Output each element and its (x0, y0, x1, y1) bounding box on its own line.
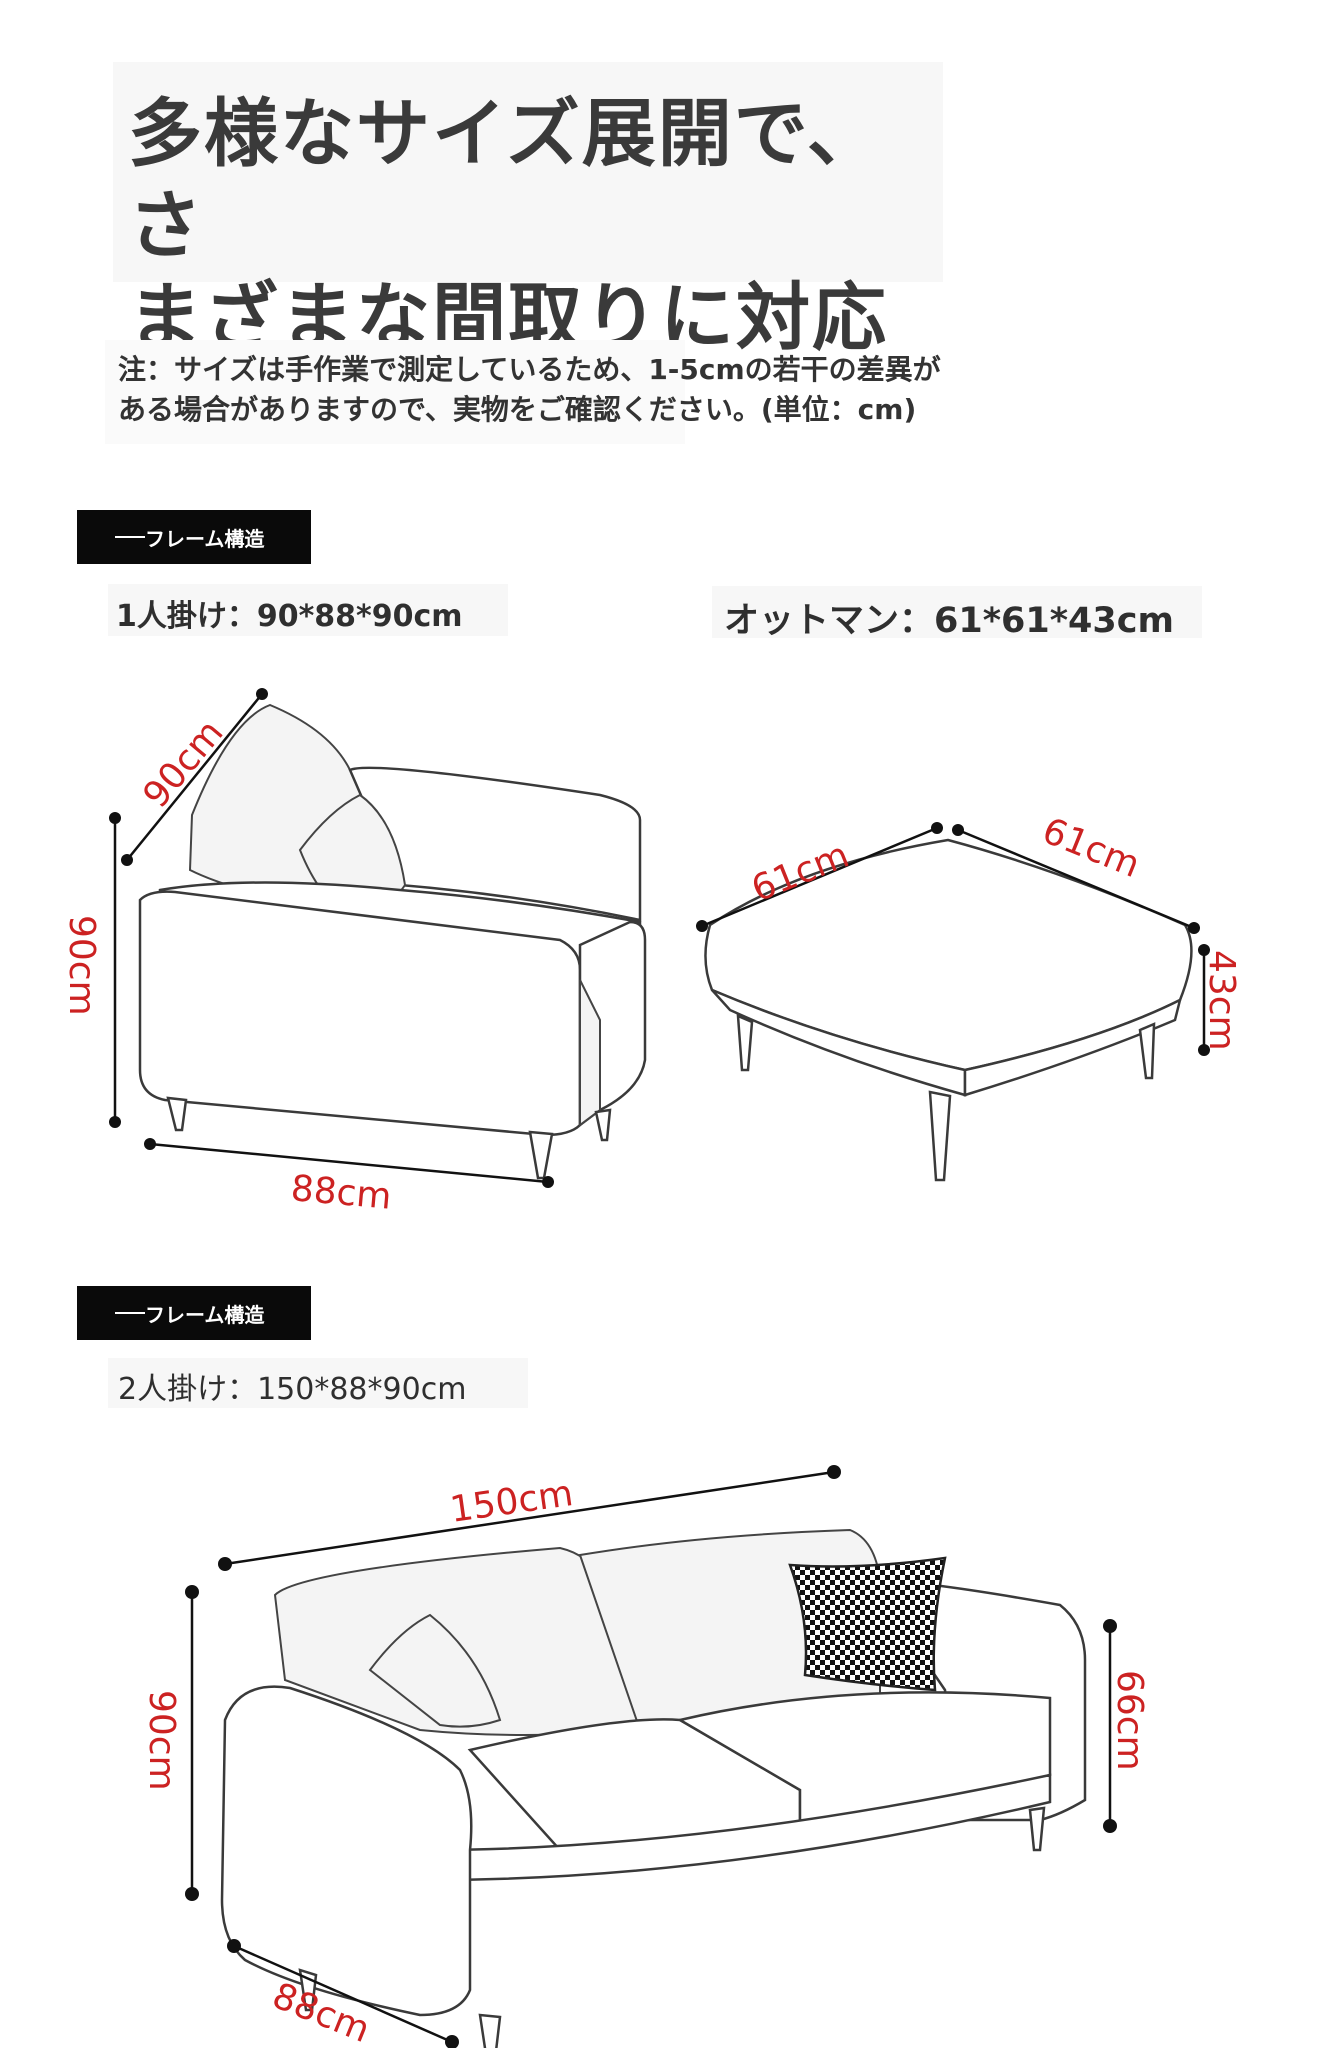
chair-spec-background (108, 584, 508, 636)
headline-background (113, 62, 943, 282)
badge-dash-icon (115, 1312, 145, 1314)
chair-height-label: 90cm (61, 915, 102, 1016)
badge-dash-icon (115, 536, 145, 538)
badge-label: フレーム構造 (145, 1302, 265, 1327)
sofa-height-label: 90cm (141, 1690, 182, 1791)
chair-width-label: 88cm (289, 1168, 393, 1218)
sofa-dimension-lines (185, 1465, 1117, 2048)
armchair-dimension-lines (109, 688, 554, 1188)
ottoman-dimension-lines (696, 822, 1210, 1056)
armchair-sketch (138, 703, 647, 1180)
note-line-1: 注：サイズは手作業で測定しているため、1-5cmの若干の差異が (118, 353, 941, 386)
sofa-sketch (220, 1528, 1087, 2048)
chair-spec: 1人掛け：90*88*90cm (116, 599, 463, 634)
frame-structure-badge-1: フレーム構造 (77, 510, 311, 564)
ottoman-height-label: 43cm (1201, 950, 1242, 1051)
ottoman-spec-background (712, 586, 1202, 638)
ottoman-spec: オットマン：61*61*43cm (724, 601, 1174, 641)
sofa-spec-background (108, 1358, 528, 1408)
headline-line-1: 多様なサイズ展開で、さ (128, 91, 883, 269)
sofa-spec: 2人掛け：150*88*90cm (118, 1372, 467, 1407)
frame-structure-badge-2: フレーム構造 (77, 1286, 311, 1340)
page-headline: 多様なサイズ展開で、さ まざまな間取りに対応 (128, 88, 948, 364)
chair-ottoman-diagram: 90cm 90cm 88cm 61cm 61cm 43cm (61, 688, 1242, 1218)
ottoman-sketch (704, 838, 1193, 1182)
badge-label: フレーム構造 (145, 526, 265, 551)
note-line-2: ある場合がありますので、実物をご確認ください。(単位：cm) (118, 393, 917, 426)
sofa-width-label: 150cm (448, 1473, 576, 1531)
measurement-note: 注：サイズは手作業で測定しているため、1-5cmの若干の差異が ある場合がありま… (118, 350, 1218, 430)
sofa-seat-height-label: 66cm (1109, 1670, 1150, 1771)
sofa-diagram: 150cm 90cm 66cm 88cm (141, 1465, 1150, 2048)
note-background (105, 340, 685, 444)
